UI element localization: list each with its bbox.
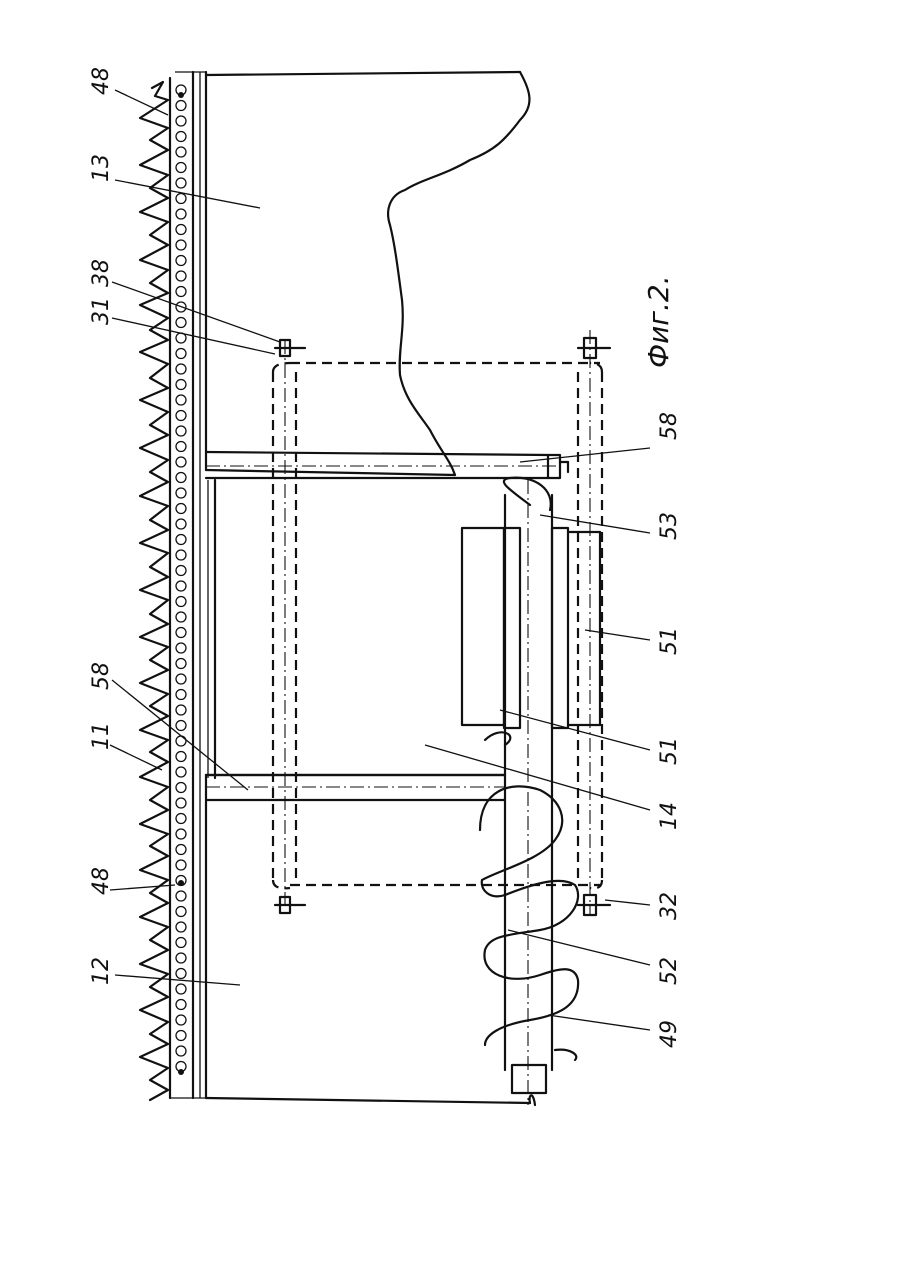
rivet-hole [176,969,186,979]
rivet-hole [176,860,186,870]
rivet-hole [176,194,186,204]
rivet-hole [176,411,186,421]
rivet-hole [176,814,186,824]
rivet-hole [176,659,186,669]
label-51-lower: 51 [657,627,682,655]
rivet-hole [176,581,186,591]
rivet-hole [176,597,186,607]
rivet-hole [176,349,186,359]
rivet-hole [176,147,186,157]
label-13: 13 [89,154,114,182]
rivet-hole [176,488,186,498]
rivet-hole [176,953,186,963]
rivet-hole [176,519,186,529]
auger-flight [480,478,578,1060]
rivet-hole [176,287,186,297]
rivet-hole [176,1031,186,1041]
rivet-hole [176,457,186,467]
label-52: 52 [657,957,682,985]
rivet-hole [176,116,186,126]
rivet-hole [176,829,186,839]
central-frame [208,480,215,778]
rivet-hole [176,318,186,328]
rivet-hole [176,1000,186,1010]
rivet-hole [176,798,186,808]
rivet-hole [176,845,186,855]
rivet-hole [176,132,186,142]
rivet-hole [176,674,186,684]
rivet-hole [176,938,186,948]
bolts [275,338,610,915]
rivet-hole [176,395,186,405]
label-32: 32 [657,892,682,920]
rivet-hole [176,628,186,638]
label-58-lower: 58 [89,662,114,690]
label-12: 12 [89,957,114,985]
rivet-dot [178,1069,184,1075]
rivet-hole [176,922,186,932]
rivet-hole [176,163,186,173]
panel-12 [206,775,535,1105]
auger-49 [480,478,578,1105]
label-14: 14 [657,802,682,830]
label-49: 49 [657,1020,682,1048]
rivet-hole [176,240,186,250]
rivet-hole [176,643,186,653]
rivet-dot [178,880,184,886]
label-38: 38 [89,259,114,287]
rivet-hole [176,364,186,374]
rivet-hole [176,380,186,390]
rivet-hole [176,271,186,281]
rivet-hole [176,721,186,731]
cutter-bar [140,72,206,1100]
label-48-top: 48 [89,67,114,95]
plates-51 [462,528,600,728]
label-31: 31 [89,297,114,325]
rivet-hole [176,767,186,777]
rivet-hole [176,891,186,901]
vertical-member-58-lower [206,775,505,800]
label-53: 53 [657,512,682,540]
rivet-hole [176,984,186,994]
rivet-hole [176,178,186,188]
rivet-hole [176,752,186,762]
cutter-teeth [140,82,168,1100]
label-48-bottom: 48 [89,867,114,895]
panel-13 [206,72,529,475]
rivet-hole [176,705,186,715]
rivet-hole [176,1046,186,1056]
rivet-hole [176,504,186,514]
rivet-hole [176,907,186,917]
rivet-hole [176,783,186,793]
rivet-hole [176,209,186,219]
label-58-upper: 58 [657,412,682,440]
rivet-hole [176,566,186,576]
figure-caption: Фиг.2. [642,275,675,368]
rivet-hole [176,550,186,560]
label-51-upper: 51 [657,737,682,765]
rivet-hole [176,473,186,483]
rivet-hole [176,442,186,452]
torn-edge [388,72,529,475]
rivet-dot [178,92,184,98]
rivet-holes [176,85,186,1075]
rivet-hole [176,101,186,111]
rivet-hole [176,690,186,700]
rivet-hole [176,426,186,436]
rivet-hole [176,736,186,746]
rivet-hole [176,256,186,266]
rivet-hole [176,225,186,235]
rivet-hole [176,612,186,622]
rivet-hole [176,535,186,545]
rivet-hole [176,1015,186,1025]
label-11: 11 [89,722,114,750]
